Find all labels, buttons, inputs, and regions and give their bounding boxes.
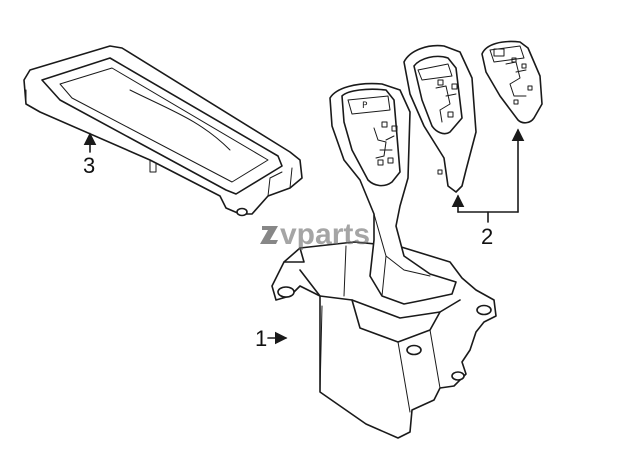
gear-selector-lever: P: [329, 82, 457, 305]
watermark-logo: vparts: [260, 218, 370, 251]
callout-number-3: 3: [83, 153, 95, 178]
park-button-label: P: [362, 101, 368, 111]
callout-number-2: 2: [481, 224, 493, 249]
console-trim-bezel: [23, 45, 303, 217]
callout-2: 2: [451, 128, 525, 249]
shift-knob: [403, 44, 477, 193]
callout-number-1: 1: [255, 326, 267, 351]
callout-3: 3: [83, 132, 97, 178]
knob-cover-cap: [481, 40, 543, 124]
callout-1: 1: [255, 326, 288, 351]
watermark-text: vparts: [280, 218, 370, 251]
